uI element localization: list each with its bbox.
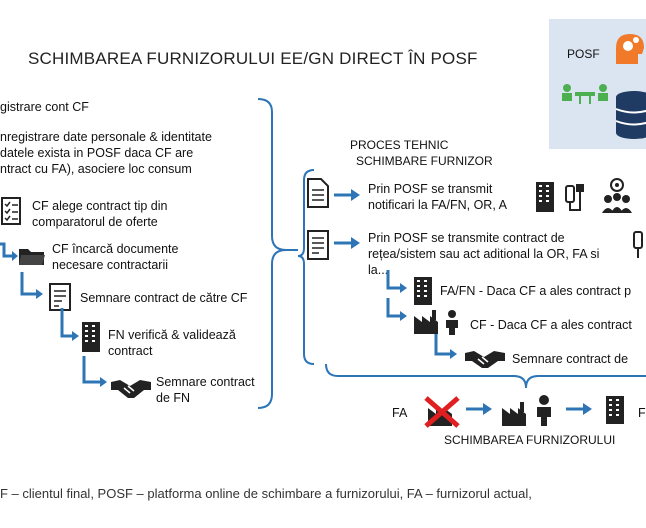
notification-document-icon	[307, 178, 329, 208]
building-icon-fn	[82, 322, 100, 352]
step-personal-data-1: nregistrare date personale & identitate	[0, 130, 212, 144]
bottom-caption: SCHIMBAREA FURNIZORULUI	[444, 433, 616, 447]
contract-document-icon	[49, 283, 71, 311]
folder-icon	[19, 249, 45, 265]
right-brace	[298, 169, 315, 365]
factory-person-icon	[414, 310, 458, 335]
arrow-right-icon-2	[334, 237, 360, 249]
arrow-right-icon-3	[466, 403, 492, 415]
meeting-icon	[562, 84, 608, 104]
process-title-1: PROCES TEHNIC	[350, 138, 449, 152]
bottom-brace	[325, 363, 646, 389]
factory-person-icon-2	[502, 395, 551, 426]
step-sign-fn-2: de FN	[156, 391, 191, 405]
sub-item-1: FA/FN - Daca CF a ales contract p	[440, 284, 632, 298]
arrow-sub-2	[386, 298, 407, 321]
step-sign-cf: Semnare contract de către CF	[80, 291, 248, 305]
process-title-2: SCHIMBARE FURNIZOR	[356, 154, 493, 168]
gear-head-icon	[616, 34, 644, 64]
notify-text-2: notificari la FA/FN, OR, A	[368, 198, 507, 212]
arrow-to-building-icon	[60, 308, 79, 341]
arrow-sub-1	[386, 270, 407, 293]
step-upload-docs-1: CF încarcă documente	[52, 242, 179, 256]
step-fn-verify-1: FN verifică & validează	[108, 328, 236, 342]
contract-text-2: rețea/sistem sau act aditional la OR, FA…	[368, 247, 600, 261]
arrow-to-handshake-icon	[82, 356, 107, 387]
step-register-account: gistrare cont CF	[0, 100, 89, 114]
diagram-title: SCHIMBAREA FURNIZORULUI EE/GN DIRECT ÎN …	[28, 49, 478, 68]
step-upload-docs-2: necesare contractarii	[52, 258, 169, 272]
handshake-icon-2	[465, 351, 505, 368]
fn-label: F	[638, 406, 646, 420]
arrow-to-folder-icon	[0, 242, 18, 261]
crossed-factory-icon	[424, 396, 460, 428]
step-personal-data-2: datele exista in POSF daca CF are	[0, 146, 194, 160]
arrow-sub-3	[434, 334, 457, 359]
arrow-right-icon	[334, 189, 360, 201]
database-icon	[615, 91, 646, 139]
building-icon-or	[536, 182, 554, 212]
left-brace	[257, 98, 298, 409]
posf-label: POSF	[567, 47, 600, 61]
contract-network-icon	[307, 230, 329, 260]
step-fn-verify-2: contract	[108, 344, 153, 358]
checklist-icon	[1, 197, 21, 225]
step-personal-data-3: ntract cu FA), asociere loc consum	[0, 162, 192, 176]
building-icon-new	[606, 396, 624, 424]
handshake-icon	[111, 380, 151, 398]
step-choose-contract-1: CF alege contract tip din	[32, 199, 168, 213]
sub-item-2: CF - Daca CF a ales contract	[470, 318, 632, 332]
location-people-icon	[602, 178, 632, 213]
arrow-to-contract-icon	[20, 272, 43, 299]
contract-text-1: Prin POSF se transmite contract de	[368, 231, 565, 245]
step-choose-contract-2: comparatorul de oferte	[32, 215, 158, 229]
notify-text-1: Prin POSF se transmit	[368, 182, 493, 196]
plug-icon	[565, 184, 584, 211]
arrow-right-icon-4	[566, 403, 592, 415]
sub-item-3: Semnare contract de	[512, 352, 629, 366]
footnote: F – clientul final, POSF – platforma onl…	[0, 486, 532, 501]
plug-icon-2	[633, 231, 643, 258]
fa-label: FA	[392, 406, 408, 420]
step-sign-fn-1: Semnare contract	[156, 375, 255, 389]
contract-text-3: la...	[368, 263, 389, 277]
building-icon-fa-fn	[414, 277, 432, 305]
